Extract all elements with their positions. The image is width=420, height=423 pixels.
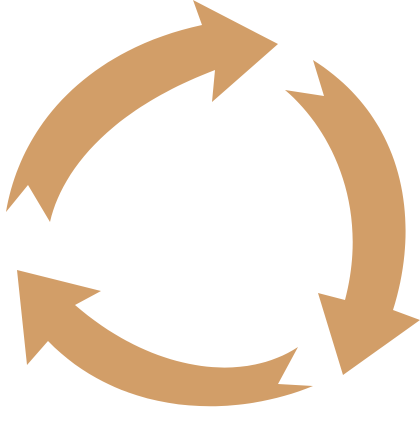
cycle-arrow-bottom	[17, 270, 313, 407]
cycle-arrow-top	[6, 0, 278, 222]
cycle-arrow-right	[285, 60, 420, 375]
